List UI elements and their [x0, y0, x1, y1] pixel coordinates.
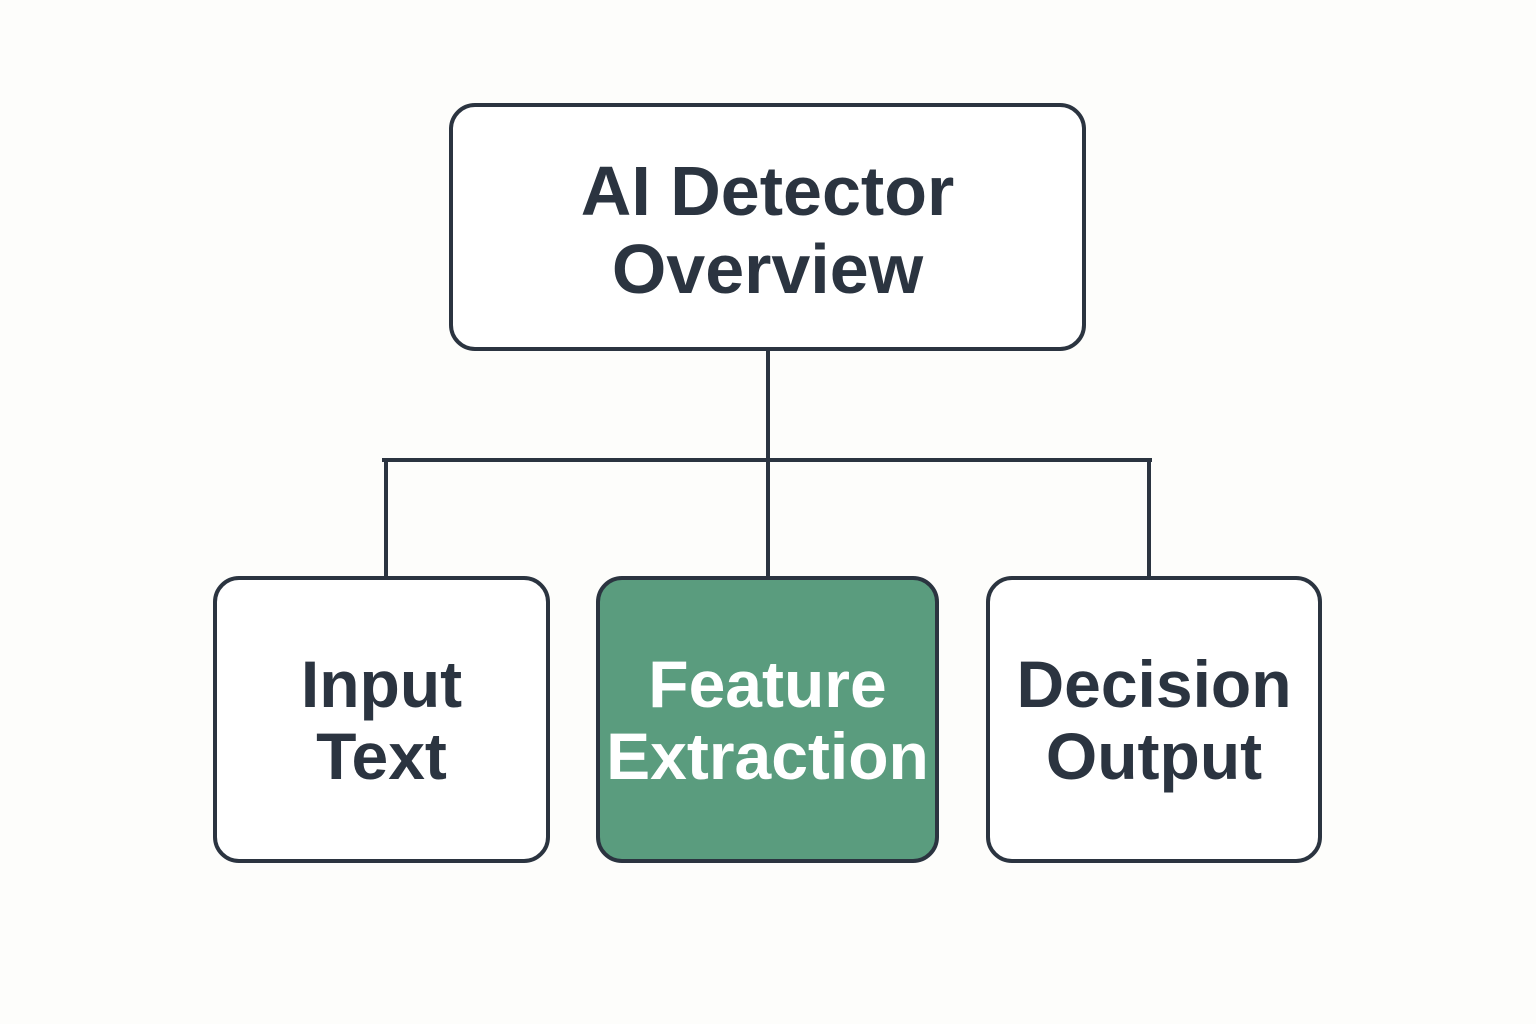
root-node-ai-detector-overview: AI Detector Overview: [449, 103, 1086, 351]
node-decision-output-label: Decision Output: [1016, 646, 1292, 793]
node-feature-extraction: Feature Extraction: [596, 576, 939, 863]
root-node-label: AI Detector Overview: [580, 152, 955, 308]
node-decision-output: Decision Output: [986, 576, 1322, 863]
node-feature-extraction-label: Feature Extraction: [606, 646, 929, 793]
node-input-text: Input Text: [213, 576, 550, 863]
node-input-text-label: Input Text: [300, 646, 463, 793]
